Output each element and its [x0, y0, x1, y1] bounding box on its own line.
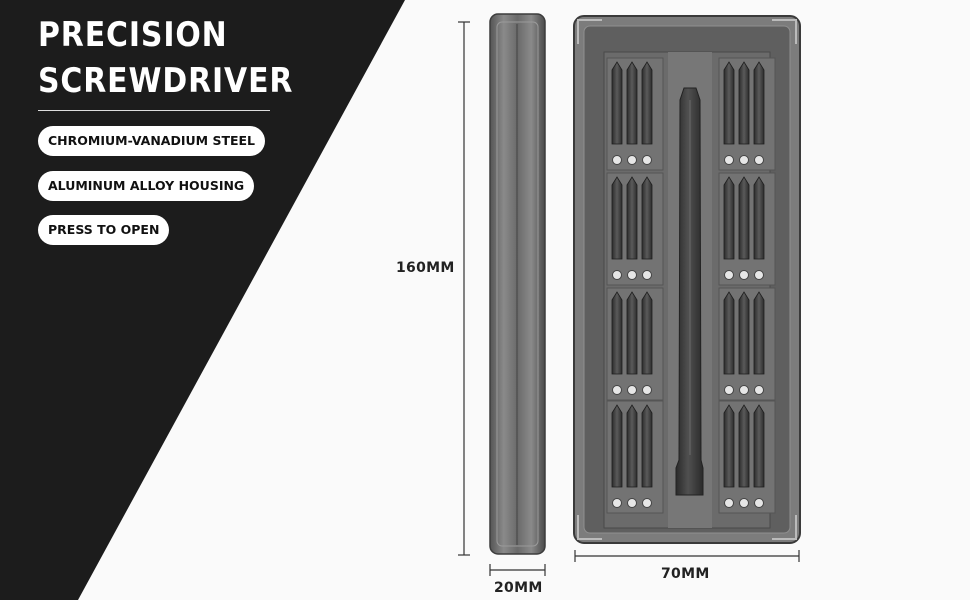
screwdriver-bit [753, 176, 765, 260]
screwdriver-bit [626, 404, 638, 488]
bit-size-marker [754, 270, 764, 280]
bit-size-marker [724, 498, 734, 508]
bit-size-marker [754, 498, 764, 508]
bit-size-marker [642, 498, 652, 508]
screwdriver-bit [723, 291, 735, 375]
width-dimension-line [574, 550, 800, 562]
bit-size-marker [642, 270, 652, 280]
bit-size-marker [724, 385, 734, 395]
bit-size-marker [739, 155, 749, 165]
screwdriver-bit [753, 61, 765, 145]
screwdriver-handle [675, 87, 704, 496]
bit-size-marker [724, 155, 734, 165]
screwdriver-bit [738, 61, 750, 145]
screwdriver-bit [723, 61, 735, 145]
title-line-1: PRECISION [38, 15, 228, 55]
screwdriver-bit [641, 61, 653, 145]
feature-pill-housing: ALUMINUM ALLOY HOUSING [38, 171, 255, 201]
screwdriver-bit [723, 404, 735, 488]
bit-size-marker [612, 385, 622, 395]
screwdriver-bit [641, 176, 653, 260]
feature-pill-steel: CHROMIUM-VANADIUM STEEL [38, 126, 266, 156]
depth-label: 20MM [494, 580, 543, 596]
height-dimension-line [458, 21, 470, 556]
screwdriver-bit [626, 291, 638, 375]
screwdriver-bit [626, 176, 638, 260]
height-label: 160MM [396, 260, 455, 276]
bit-size-marker [642, 155, 652, 165]
screwdriver-bit [641, 291, 653, 375]
screwdriver-bit [738, 404, 750, 488]
bit-size-marker [754, 385, 764, 395]
bit-size-marker [612, 498, 622, 508]
bit-size-marker [754, 155, 764, 165]
bit-size-marker [612, 270, 622, 280]
bit-size-marker [627, 498, 637, 508]
screwdriver-bit [738, 291, 750, 375]
bit-size-marker [739, 385, 749, 395]
bit-size-marker [739, 270, 749, 280]
screwdriver-bit [611, 176, 623, 260]
screwdriver-bit [753, 291, 765, 375]
bit-size-marker [724, 270, 734, 280]
screwdriver-bit [753, 404, 765, 488]
screwdriver-bit [611, 291, 623, 375]
bit-size-marker [612, 155, 622, 165]
screwdriver-bit [626, 61, 638, 145]
bit-size-marker [642, 385, 652, 395]
screwdriver-bit [611, 61, 623, 145]
width-label: 70MM [661, 566, 710, 582]
screwdriver-bit [611, 404, 623, 488]
bit-size-marker [739, 498, 749, 508]
bit-size-marker [627, 385, 637, 395]
screwdriver-bit [641, 404, 653, 488]
screwdriver-bit [738, 176, 750, 260]
screwdriver-bit [723, 176, 735, 260]
bit-size-marker [627, 155, 637, 165]
bit-rows [606, 57, 776, 514]
case-side-view [489, 13, 546, 555]
depth-dimension-line [489, 564, 546, 576]
bit-size-marker [627, 270, 637, 280]
title-divider [38, 110, 270, 111]
feature-pill-open: PRESS TO OPEN [38, 215, 170, 245]
title-line-2: SCREWDRIVER [38, 61, 294, 101]
